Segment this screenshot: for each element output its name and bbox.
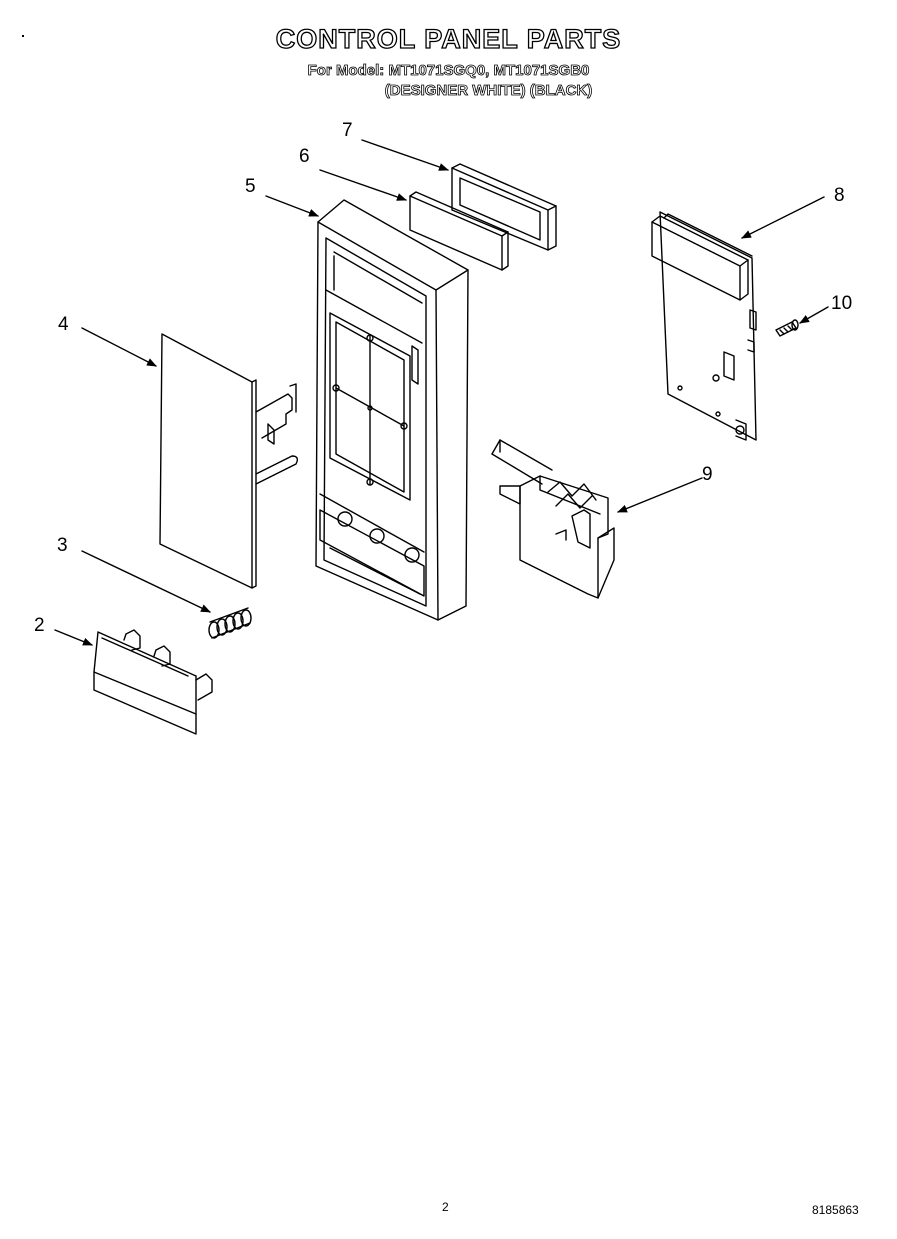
callout-8: 6	[299, 146, 310, 167]
model-line: For Model: MT1071SGQ0, MT1071SGB0	[307, 62, 590, 80]
leader-10	[799, 307, 828, 323]
part-9-window-bezel	[452, 164, 556, 250]
leader-9	[362, 140, 449, 171]
document-number: 8185863	[812, 1203, 859, 1217]
callout-4: 4	[58, 314, 69, 335]
leader-7	[617, 478, 702, 512]
callout-5: 5	[245, 176, 256, 197]
part-5-control-panel-frame	[316, 200, 468, 620]
callout-6: 8	[834, 185, 845, 206]
callout-9: 7	[342, 120, 353, 141]
variant-line: (DESIGNER WHITE) (BLACK)	[384, 82, 593, 100]
leader-2	[55, 630, 93, 645]
part-8-window-lens	[410, 192, 508, 270]
part-10-screw	[776, 320, 798, 336]
callout-3: 3	[57, 535, 68, 556]
callout-2: 2	[34, 615, 45, 636]
part-4-panel-door	[160, 334, 297, 588]
callout-10: 10	[831, 293, 853, 314]
part-3-spring	[209, 608, 251, 638]
leader-4	[82, 328, 157, 366]
page-number: 2	[442, 1200, 449, 1214]
part-6-control-board	[652, 212, 756, 440]
page-title: CONTROL PANEL PARTS	[275, 23, 622, 54]
part-7-bracket	[492, 440, 614, 598]
callout-7: 9	[702, 464, 713, 485]
leader-8	[320, 170, 407, 201]
leader-6	[741, 197, 824, 238]
leader-lines	[55, 140, 828, 645]
leader-3	[82, 551, 211, 612]
leader-5	[266, 196, 319, 216]
speck-mark	[22, 35, 24, 37]
part-2-push-button	[94, 630, 212, 734]
